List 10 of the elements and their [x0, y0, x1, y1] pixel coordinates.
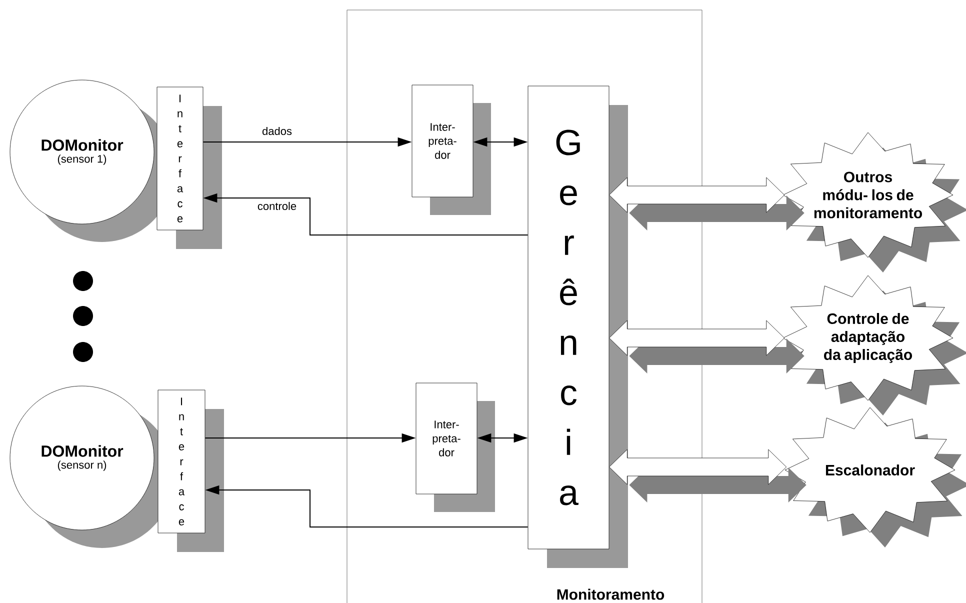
- block-arrow: [609, 449, 806, 502]
- interface-box: Interface: [158, 390, 224, 552]
- block-arrow: [609, 320, 804, 374]
- edge-label: dados: [261, 126, 293, 136]
- block-arrow: [609, 177, 804, 230]
- management-box: Gerência: [528, 86, 628, 568]
- edge-label: controle: [256, 200, 298, 212]
- interface-box: Interface: [156, 86, 222, 249]
- process-box: Inter- preta- dor: [412, 84, 491, 215]
- process-box: Inter- preta- dor: [416, 382, 495, 512]
